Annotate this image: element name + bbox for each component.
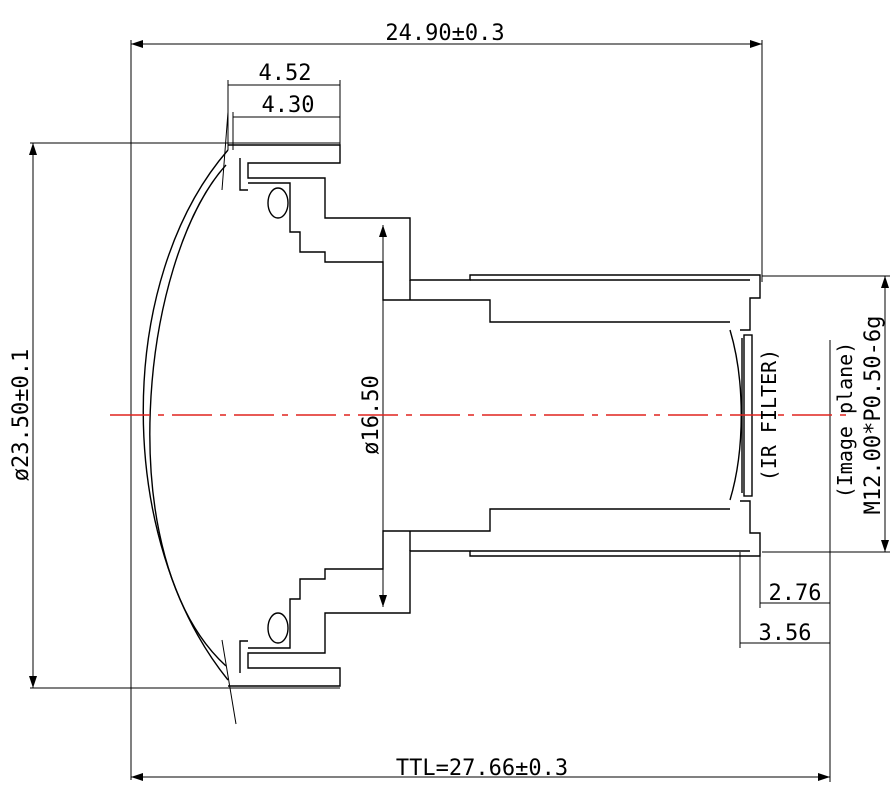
lens-body: [142, 111, 761, 725]
flange-inner-label: 4.30: [262, 93, 315, 118]
overall-length-label: 24.90±0.3: [385, 21, 504, 46]
outer-diameter-label: ø23.50±0.1: [9, 349, 34, 481]
back-focal-276-label: 2.76: [769, 581, 822, 606]
thread-label: M12.00*P0.50-6g: [861, 316, 886, 515]
dimension-lines: [29, 40, 890, 782]
ttl-label: TTL=27.66±0.3: [396, 756, 568, 781]
inner-diameter-label: ø16.50: [359, 375, 384, 454]
flange-outer-label: 4.52: [259, 61, 312, 86]
back-focal-356-label: 3.56: [759, 621, 812, 646]
ir-filter-label: (IR FILTER): [757, 349, 781, 481]
image-plane-label: (Image plane): [833, 342, 857, 499]
